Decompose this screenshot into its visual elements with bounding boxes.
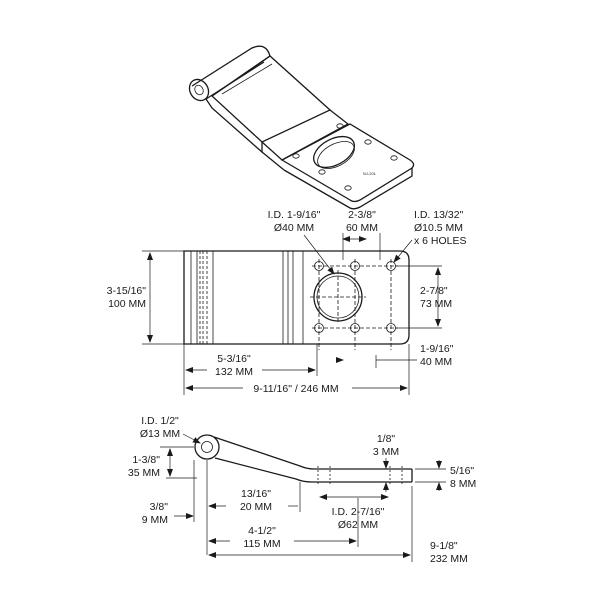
to-plate-label-1: 4-1/2" (248, 525, 276, 537)
pin-offset-label-2: 9 MM (142, 514, 168, 526)
hole-span-label-1: 2-7/8" (420, 285, 448, 297)
side-view: I.D. 1/2" Ø13 MM 1-3/8" 35 MM 1/8" 3 MM … (128, 415, 476, 565)
id-small-label-1: I.D. 13/32" (414, 209, 464, 221)
pin-id-label-1: I.D. 1/2" (141, 415, 179, 427)
id-small-label-2: Ø10.5 MM (414, 222, 463, 234)
body-len-label-2: 132 MM (215, 366, 253, 378)
body-len-label-1: 5-3/16" (217, 353, 251, 365)
overall-top-label: 9-11/16" / 246 MM (253, 383, 338, 395)
pin-bend-label-2: 20 MM (240, 501, 272, 513)
offset-label-1: 5/16" (450, 465, 474, 477)
iso-stamp: NJ-201 (363, 171, 377, 176)
edge-hole-label-1: 1-9/16" (420, 343, 454, 355)
isometric-view: NJ-201 (188, 45, 415, 210)
hole-span-label-2: 73 MM (420, 298, 452, 310)
id-main-label-2: Ø40 MM (274, 222, 314, 234)
pin-offset-label-1: 3/8" (150, 501, 169, 513)
pin-id-label-2: Ø13 MM (140, 428, 180, 440)
overall-side-label-2: 232 MM (430, 553, 468, 565)
edge-hole-label-2: 40 MM (420, 356, 452, 368)
pin-bend-label-1: 13/16" (241, 488, 271, 500)
thickness-label-2: 3 MM (373, 446, 399, 458)
thickness-label-1: 1/8" (377, 433, 396, 445)
overall-side-label-1: 9-1/8" (430, 540, 458, 552)
width-label-2: 100 MM (108, 298, 146, 310)
to-plate-label-2: 115 MM (243, 538, 280, 550)
id-main-label-1: I.D. 1-9/16" (268, 209, 321, 221)
offset-label-2: 8 MM (450, 478, 476, 490)
hole-spacing-label-1: 2-3/8" (348, 209, 376, 221)
hole-spacing-label-2: 60 MM (346, 222, 378, 234)
id-small-label-3: x 6 HOLES (414, 235, 467, 247)
width-label-1: 3-15/16" (107, 285, 147, 297)
knuckle-h-label-2: 35 MM (128, 467, 160, 479)
top-view: I.D. 1-9/16" Ø40 MM 2-3/8" 60 MM I.D. 13… (107, 209, 467, 395)
knuckle-h-label-1: 1-3/8" (132, 454, 160, 466)
